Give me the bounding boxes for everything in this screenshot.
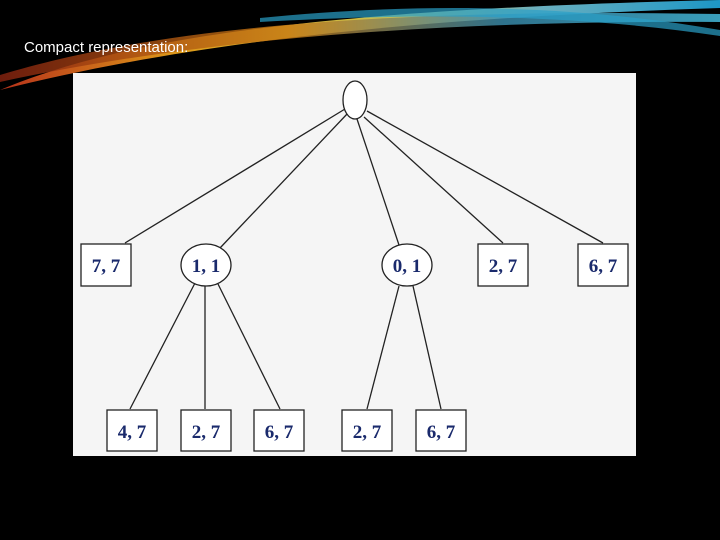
level-1-node-6-7: 6, 7 bbox=[578, 244, 628, 286]
node-label: 6, 7 bbox=[265, 422, 294, 443]
node-label: 4, 7 bbox=[118, 422, 147, 443]
node-label: 2, 7 bbox=[489, 256, 518, 277]
level-2-node-2-7: 2, 7 bbox=[181, 410, 231, 451]
level-1-node-1-1: 1, 1 bbox=[181, 244, 231, 286]
slide-title: Compact representation: bbox=[24, 39, 188, 56]
level-1-node-2-7: 2, 7 bbox=[478, 244, 528, 286]
edge-0-1-to-6-7 bbox=[413, 286, 441, 409]
edge-root-to-node-0-1 bbox=[357, 119, 399, 245]
level-1-node-0-1: 0, 1 bbox=[382, 244, 432, 286]
node-label: 0, 1 bbox=[393, 256, 422, 277]
node-label: 7, 7 bbox=[92, 256, 121, 277]
node-label: 1, 1 bbox=[192, 256, 221, 277]
edge-root-to-node-7-7 bbox=[125, 109, 345, 243]
level-2-node-2-7-right: 2, 7 bbox=[342, 410, 392, 451]
node-label: 2, 7 bbox=[353, 422, 382, 443]
edge-root-to-node-6-7 bbox=[367, 111, 603, 243]
edge-0-1-to-2-7 bbox=[367, 286, 399, 409]
level-2-node-6-7-right: 6, 7 bbox=[416, 410, 466, 451]
edge-root-to-node-1-1 bbox=[220, 113, 348, 248]
node-label: 6, 7 bbox=[589, 256, 618, 277]
edge-root-to-node-2-7 bbox=[364, 117, 503, 243]
edge-1-1-to-6-7 bbox=[218, 284, 280, 409]
game-tree-figure: 7, 7 1, 1 0, 1 2, 7 6, 7 4, 7 2, 7 bbox=[73, 73, 636, 456]
node-label: 2, 7 bbox=[192, 422, 221, 443]
level-2-node-4-7: 4, 7 bbox=[107, 410, 157, 451]
level-2-node-6-7: 6, 7 bbox=[254, 410, 304, 451]
node-label: 6, 7 bbox=[427, 422, 456, 443]
level-1-node-7-7: 7, 7 bbox=[81, 244, 131, 286]
root-node bbox=[343, 81, 367, 119]
edge-1-1-to-4-7 bbox=[130, 283, 195, 409]
